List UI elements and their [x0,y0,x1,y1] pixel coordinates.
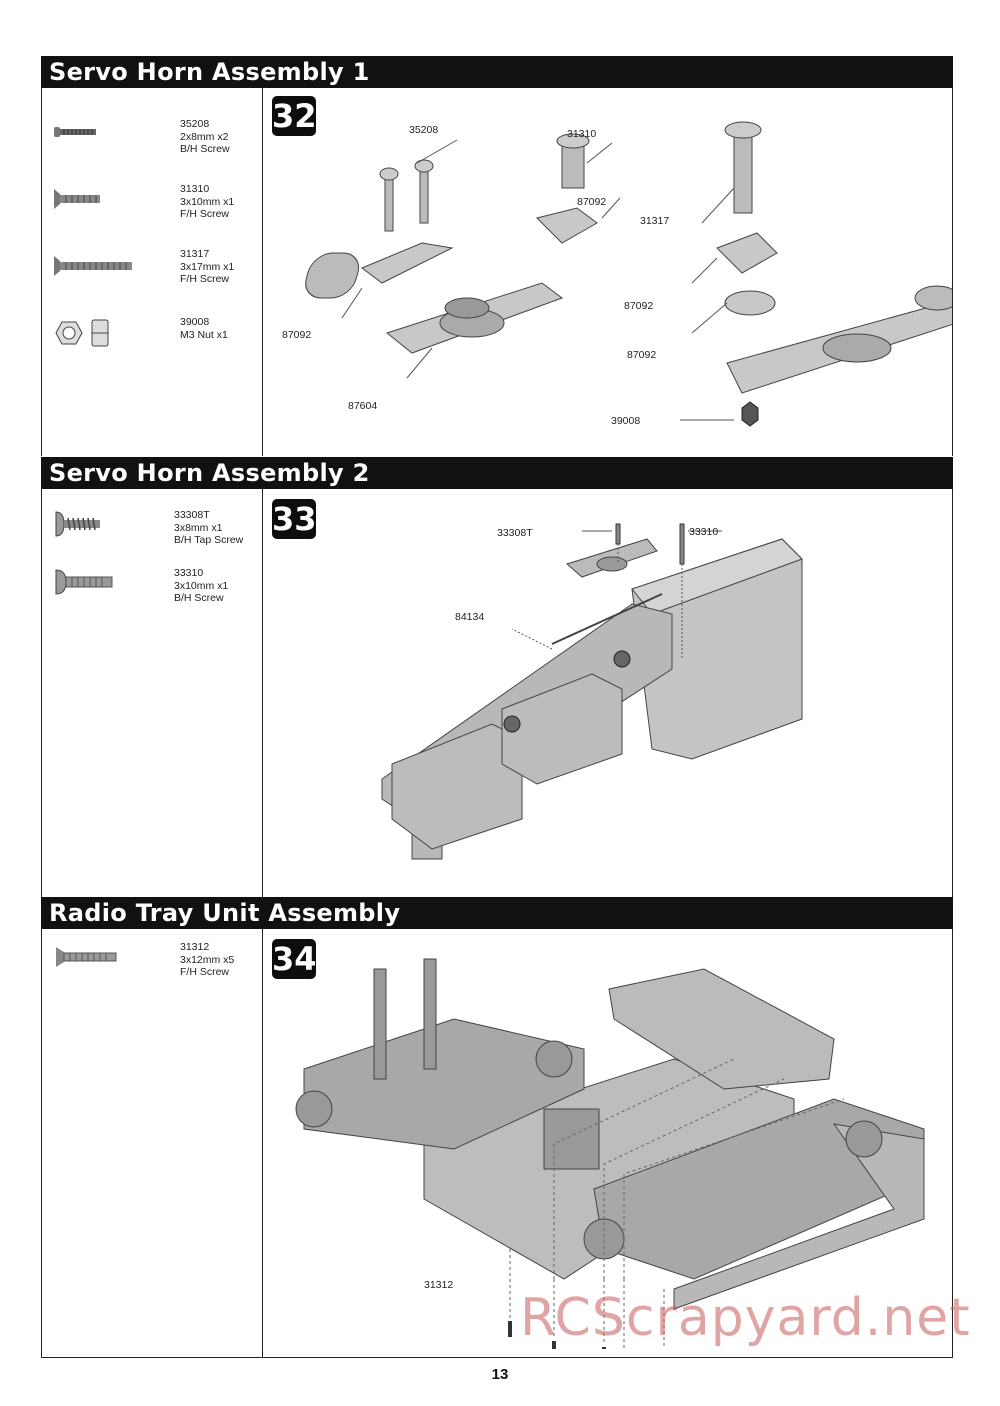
page-number: 13 [491,1366,509,1383]
callout-label: 39008 [611,415,641,427]
bh-screw-icon [54,127,96,137]
part-item: 31317 3x17mm x1 F/H Screw [42,248,262,298]
callout-label: 31312 [424,1279,454,1291]
part-item: 31312 3x12mm x5 F/H Screw [42,941,262,991]
section-title: Servo Horn Assembly 1 [49,58,370,86]
part-text: 31312 3x12mm x5 F/H Screw [180,941,235,978]
callout-label: 87092 [624,300,654,312]
column-divider [262,489,263,897]
section-radio-tray: 31312 3x12mm x5 F/H Screw 34 [41,929,953,1357]
nut-icon [55,319,109,347]
section-header: Radio Tray Unit Assembly [41,897,953,929]
servo-horn-1-diagram [305,121,952,427]
part-text: 35208 2x8mm x2 B/H Screw [180,118,230,155]
fh-screw-icon [56,947,117,967]
section-servo-horn-1: 35208 2x8mm x2 B/H Screw 31310 3x10mm x1… [41,88,953,456]
callout-label: 87092 [282,329,312,341]
part-text: 39008 M3 Nut x1 [180,316,228,341]
page-bottom-border [41,1357,953,1358]
part-text: 33310 3x10mm x1 B/H Screw [174,567,229,604]
fh-screw-icon [54,189,100,209]
part-item: 33310 3x10mm x1 B/H Screw [42,567,262,617]
callout-label: 35208 [409,124,439,136]
fh-screw-long-icon [54,256,132,276]
part-text: 33308T 3x8mm x1 B/H Tap Screw [174,509,244,546]
callout-label: 33310 [689,526,719,538]
section-header: Servo Horn Assembly 2 [41,457,953,489]
callout-label: 31317 [640,215,670,227]
radio-tray-diagram [295,958,925,1349]
part-item: 31310 3x10mm x1 F/H Screw [42,183,262,233]
step-badge: 32 [272,96,317,136]
step-badge: 33 [272,499,317,539]
part-item: 35208 2x8mm x2 B/H Screw [42,118,262,168]
tap-screw-icon [55,511,100,537]
step-badge: 34 [272,939,317,979]
callout-label: 87092 [627,349,657,361]
callout-label: 31310 [567,128,597,140]
callout-label: 84134 [455,611,485,623]
callout-label: 87604 [348,400,378,412]
section-servo-horn-2: 33308T 3x8mm x1 B/H Tap Screw 33310 3x10… [41,489,953,897]
section-header: Servo Horn Assembly 1 [41,56,953,88]
callout-label: 87092 [577,196,607,208]
part-item: 33308T 3x8mm x1 B/H Tap Screw [42,509,262,559]
section-title: Servo Horn Assembly 2 [49,459,370,487]
column-divider [262,88,263,456]
callout-label: 33308T [497,527,533,539]
servo-horn-2-diagram [381,523,803,860]
column-divider [262,929,263,1357]
part-text: 31310 3x10mm x1 F/H Screw [180,183,235,220]
watermark: RCScrapyard.net [520,1288,971,1348]
part-text: 31317 3x17mm x1 F/H Screw [180,248,235,285]
section-title: Radio Tray Unit Assembly [49,899,401,927]
bh-screw-icon [55,569,113,595]
part-item: 39008 M3 Nut x1 [42,316,262,366]
